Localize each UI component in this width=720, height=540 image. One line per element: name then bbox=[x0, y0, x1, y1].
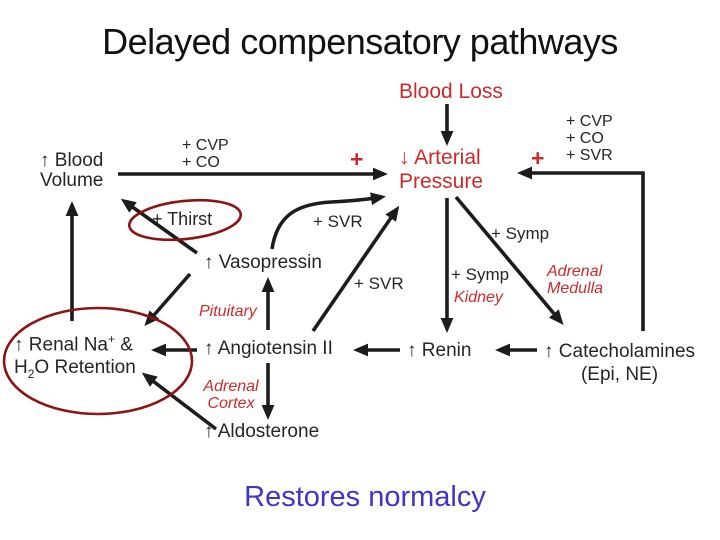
plus-sign-left: + bbox=[350, 146, 364, 172]
label-symp-medulla: + Symp bbox=[491, 224, 550, 243]
node-renin: ↑ Renin bbox=[407, 340, 472, 361]
footer-restores-normalcy: Restores normalcy bbox=[244, 481, 486, 513]
arrow-angiotensin-to-arterial-pressure bbox=[311, 205, 400, 333]
node-catecholamines-line1: ↑ Catecholamines bbox=[544, 341, 696, 362]
node-aldosterone: ↑ Aldosterone bbox=[204, 421, 320, 442]
arrow-arterial-pressure-to-catecholamines bbox=[454, 195, 564, 326]
arrow-vasopressin-to-arterial-pressure bbox=[270, 192, 386, 250]
node-renal-retention: ↑ Renal Na+ & H2O Retention bbox=[14, 328, 136, 386]
thirst-highlight-ellipse bbox=[127, 198, 243, 242]
label-pituitary: Pituitary bbox=[199, 303, 257, 320]
label-co-right: + CO bbox=[566, 130, 604, 147]
node-renal-retention-line2: H2O Retention bbox=[14, 357, 136, 382]
node-arterial-pressure-line2: Pressure bbox=[399, 170, 484, 193]
label-adrenal-medulla: Adrenal Medulla bbox=[547, 263, 603, 297]
node-blood-loss: Blood Loss bbox=[399, 80, 503, 103]
label-adrenal-cortex-line2: Cortex bbox=[207, 395, 255, 412]
node-arterial-pressure-line1: ↓ Arterial bbox=[399, 146, 481, 169]
node-vasopressin: ↑ Vasopressin bbox=[204, 252, 322, 273]
label-adrenal-cortex-line1: Adrenal bbox=[203, 378, 259, 395]
node-thirst: + Thirst bbox=[152, 209, 213, 229]
slide-title: Delayed compensatory pathways bbox=[102, 21, 618, 62]
plus-sign-right: + bbox=[531, 145, 545, 171]
node-catecholamines-line2: (Epi, NE) bbox=[580, 364, 659, 385]
node-arterial-pressure: ↓ Arterial Pressure bbox=[399, 146, 483, 194]
arrow-aldosterone-to-renal-retention bbox=[141, 372, 218, 431]
label-adrenal-medulla-line2: Medulla bbox=[547, 280, 604, 297]
label-adrenal-cortex: Adrenal Cortex bbox=[200, 378, 262, 412]
label-kidney: Kidney bbox=[454, 289, 503, 306]
node-angiotensin: ↑ Angiotensin II bbox=[204, 338, 333, 359]
node-blood-volume-line1: ↑ Blood bbox=[40, 150, 104, 171]
arrow-thirst-to-blood-volume bbox=[120, 198, 199, 255]
label-symp-kidney: + Symp bbox=[451, 265, 510, 284]
renal-retention-highlight-ellipse bbox=[2, 306, 194, 416]
node-blood-volume-line2: Volume bbox=[40, 170, 104, 191]
arrow-catecholamines-feedback-to-arterial-pressure bbox=[517, 166, 645, 331]
label-co-left: + CO bbox=[182, 154, 220, 171]
label-adrenal-medulla-line1: Adrenal bbox=[547, 263, 603, 280]
arrow-vasopressin-to-renal-retention bbox=[144, 272, 192, 326]
node-renal-retention-line1: ↑ Renal Na+ & bbox=[14, 332, 133, 356]
node-catecholamines: ↑ Catecholamines (Epi, NE) bbox=[544, 340, 695, 386]
label-cvp-co-left: + CVP + CO bbox=[182, 137, 229, 171]
label-cvp-right: + CVP bbox=[566, 113, 613, 130]
label-cvp-co-svr-right: + CVP + CO + SVR bbox=[566, 113, 613, 164]
label-svr-vasopressin: + SVR bbox=[313, 212, 363, 231]
label-svr-angiotensin: + SVR bbox=[354, 274, 404, 293]
node-blood-volume: ↑ Blood Volume bbox=[40, 151, 103, 191]
label-cvp-left: + CVP bbox=[182, 137, 229, 154]
label-svr-right: + SVR bbox=[566, 147, 613, 164]
